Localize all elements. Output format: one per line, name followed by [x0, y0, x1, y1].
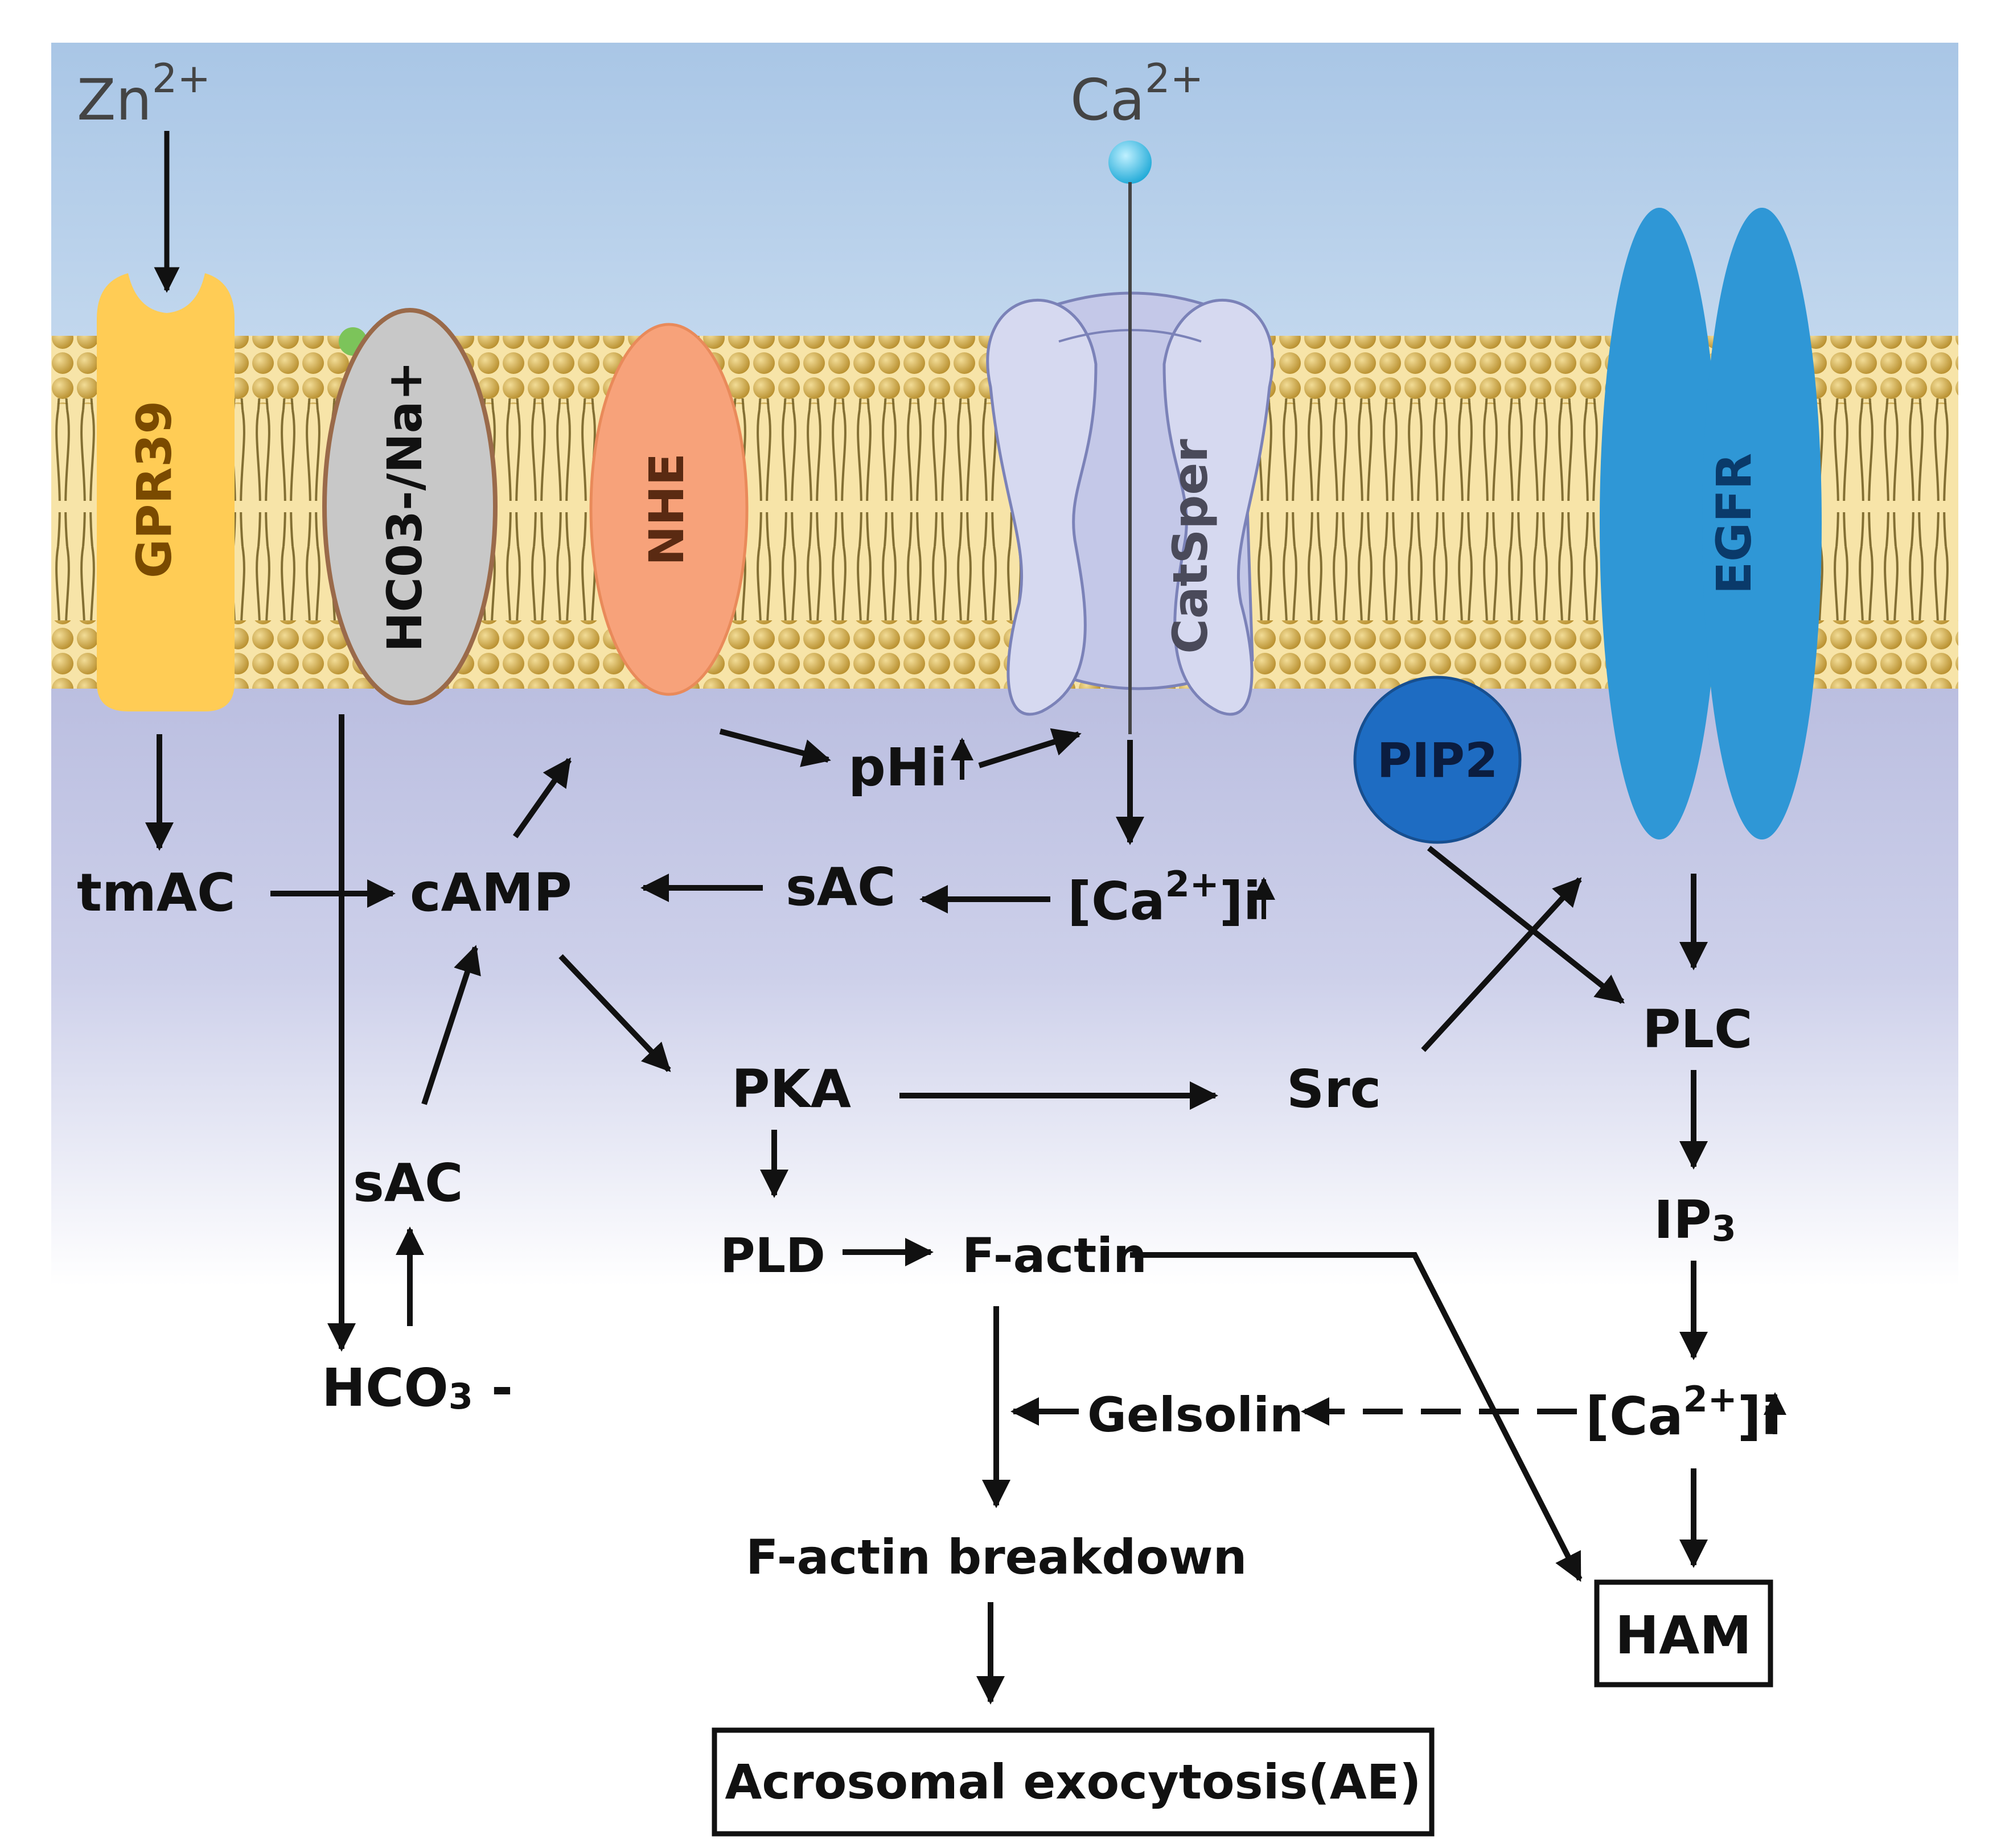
hco3-na-label: HC03-/Na+	[377, 361, 433, 652]
node-ca-i-top: [Ca2+]i	[1067, 863, 1275, 932]
hco3-na-transporter: HC03-/Na+	[322, 308, 498, 705]
node-ca-i-bottom: [Ca2+]i	[1585, 1378, 1786, 1447]
calcium-ion-label: Ca2+	[1070, 55, 1203, 133]
node-plc: PLC	[1642, 999, 1753, 1060]
gpr39-receptor: GPR39	[97, 273, 235, 711]
node-ham: HAM	[1615, 1605, 1752, 1666]
pathway-arrows	[145, 714, 1708, 1705]
node-camp: cAMP	[410, 862, 572, 923]
nhe-label: NHE	[639, 453, 695, 566]
node-src: Src	[1287, 1059, 1381, 1119]
egfr-label: EGFR	[1706, 453, 1762, 594]
egfr-receptor: EGFR	[1600, 208, 1822, 839]
ham-box: HAM	[1594, 1579, 1773, 1688]
svg-text:[Ca2+]i: [Ca2+]i	[1067, 863, 1261, 932]
arrow-camp-to-pka	[558, 954, 671, 1072]
arrow-src-to-egfr	[1421, 877, 1582, 1052]
arrow-nhe-to-phi	[719, 729, 831, 767]
zinc-ion-label: Zn2+	[77, 55, 211, 133]
arrow-camp-to-nhe	[512, 757, 572, 838]
node-f-actin-breakdown: F-actin breakdown	[746, 1529, 1247, 1585]
node-sac-bottom: sAC	[353, 1153, 463, 1213]
nhe-exchanger: NHE	[589, 323, 749, 696]
node-hco3: HCO3 -	[322, 1357, 513, 1418]
svg-text:Ca2+: Ca2+	[1070, 55, 1203, 133]
pip2: PIP2	[1353, 676, 1522, 844]
arrow-sac-bottom-to-camp	[421, 945, 481, 1105]
svg-text:Zn2+: Zn2+	[77, 55, 211, 133]
ae-box: Acrosomal exocytosis(AE)	[712, 1727, 1435, 1837]
node-gelsolin: Gelsolin	[1087, 1387, 1304, 1443]
catsper-channel: CatSper	[986, 291, 1274, 716]
svg-text:[Ca2+]i: [Ca2+]i	[1585, 1378, 1779, 1447]
node-sac-top: sAC	[786, 857, 895, 917]
node-pka: PKA	[732, 1059, 851, 1119]
node-pld: PLD	[720, 1228, 825, 1283]
svg-text:pHi: pHi	[848, 737, 947, 798]
node-ip3: IP3	[1654, 1190, 1736, 1250]
pip2-label: PIP2	[1377, 732, 1498, 788]
arrow-phi-to-catsper	[978, 728, 1082, 768]
calcium-ion	[1108, 141, 1152, 184]
gpr39-label: GPR39	[126, 401, 182, 578]
arrow-pip2-to-plc	[1427, 846, 1625, 1004]
catsper-label: CatSper	[1162, 439, 1218, 654]
node-phi: pHi	[848, 737, 973, 798]
node-ae: Acrosomal exocytosis(AE)	[725, 1754, 1421, 1810]
node-f-actin: F-actin	[962, 1228, 1147, 1283]
arrow-f-actin-to-ham	[1130, 1252, 1583, 1582]
node-tmac: tmAC	[77, 862, 236, 923]
